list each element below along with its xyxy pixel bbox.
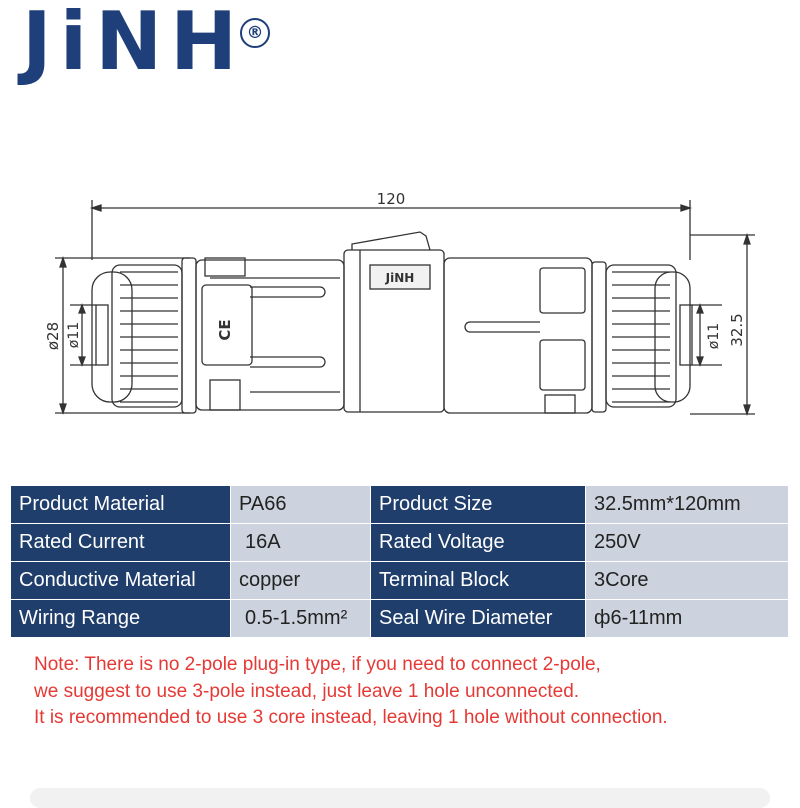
ce-mark-icon: CE [216,319,234,340]
note-text: Note: There is no 2-pole plug-in type, i… [34,652,668,732]
left-pin-top-end [319,286,326,298]
left-cable-arrow-bottom-icon [78,356,86,367]
left-collar [181,257,197,414]
arrow-left-icon [89,204,102,212]
height-arrow-top-icon [743,232,751,245]
spec-label: Product Material [10,485,231,524]
spec-value: ф6-11mm [585,599,789,638]
spec-label: Conductive Material [10,561,231,600]
length-label: 120 [377,190,406,208]
right-label-panel-bottom [539,339,586,391]
arrow-right-icon [680,204,693,212]
spec-value: PA66 [230,485,371,524]
note-line: we suggest to use 3-pole instead, just l… [34,680,580,702]
right-cable-arrow-bottom-icon [696,356,704,367]
right-nut-ribs [612,271,670,403]
spec-label: Wiring Range [10,599,231,638]
housing-logo-plate [369,264,431,290]
spec-label: Seal Wire Diameter [370,599,586,638]
spec-value: copper [230,561,371,600]
left-housing-slot [201,284,253,366]
note-line: It is recommended to use 3 core instead,… [34,707,668,728]
spec-label: Rated Voltage [370,523,586,562]
cable-diameter-left-label: ø11 [66,322,82,348]
left-nut-ribs [120,271,178,403]
right-gland-cap [654,271,691,403]
left-latch-top [204,257,246,277]
left-pin-bottom-end [319,356,326,368]
technical-drawing: 120 ø28 ø11 ø11 32.5 JiNH CE [44,190,755,417]
spec-value: 3Core [585,561,789,600]
diameter-arrow-top-icon [59,255,67,268]
right-cable-arrow-top-icon [696,303,704,314]
table-row: Wiring Range 0.5-1.5mm² Seal Wire Diamet… [10,599,789,638]
outer-diameter-label: ø28 [44,322,62,350]
right-label-panel-top [539,267,586,314]
spec-value: 0.5-1.5mm² [230,599,371,638]
spec-value: 16A [230,523,371,562]
left-ribbed-nut [111,264,183,408]
left-latch-bottom [209,379,241,411]
table-row: Product Material PA66 Product Size 32.5m… [10,485,789,524]
housing-logo-text: JiNH [385,271,415,285]
bottom-panel-edge [30,788,770,808]
registered-trademark-icon: ® [240,18,270,48]
spec-label: Rated Current [10,523,231,562]
right-cable-opening [679,304,693,366]
right-ribbed-nut [605,264,677,408]
right-latch-bottom [544,394,576,414]
table-row: Conductive Material copper Terminal Bloc… [10,561,789,600]
brand-logo: JiNH [22,0,246,88]
note-line: Note: There is no 2-pole plug-in type, i… [34,654,601,675]
left-cable-arrow-top-icon [78,303,86,314]
lock-clip [351,231,431,251]
spec-value: 32.5mm*120mm [585,485,789,524]
spec-label: Terminal Block [370,561,586,600]
spec-value: 250V [585,523,789,562]
specifications-table: Product Material PA66 Product Size 32.5m… [10,485,789,638]
right-collar [591,261,607,413]
height-arrow-bottom-icon [743,404,751,417]
spec-label: Product Size [370,485,586,524]
cable-diameter-right-label: ø11 [706,323,722,349]
right-pin-top-end [464,321,471,333]
diameter-arrow-bottom-icon [59,403,67,416]
height-label: 32.5 [728,313,746,346]
left-cable-opening [95,304,109,366]
table-row: Rated Current 16A Rated Voltage 250V [10,523,789,562]
